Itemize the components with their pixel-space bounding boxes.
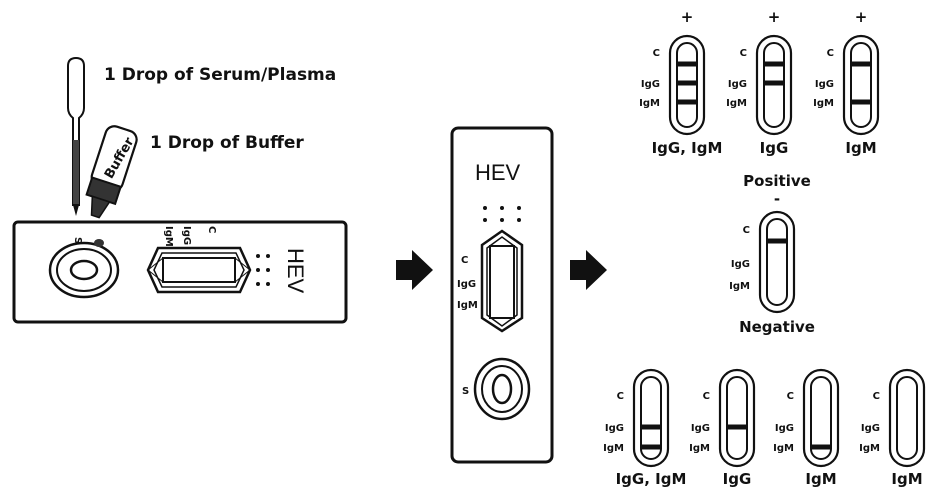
band-c [677,61,697,67]
serum-instruction: 1 Drop of Serum/Plasma [104,65,336,85]
buffer-bottle-icon: Buffer [85,125,138,219]
dot-grid [256,254,270,286]
invalid-caption-4: IgM [891,470,922,488]
vertical-label-igm: IgM [457,300,478,311]
cassette-sample-label: S [72,237,83,244]
positive-strip-3 [842,34,880,136]
strip-label-igm: IgM [729,281,750,292]
strip-label-igg: IgG [728,79,747,90]
negative-label: Negative [739,318,815,336]
result-window [146,246,252,294]
buffer-instruction: 1 Drop of Buffer [150,133,304,153]
band-igg [764,80,784,86]
strip-label-c: C [873,391,880,402]
vertical-label-igg: IgG [457,279,476,290]
band-igm [677,99,697,105]
strip-label-igg: IgG [691,423,710,434]
positive-caption-1: IgG, IgM [652,139,723,157]
negative-strip [758,210,796,314]
strip-label-c: C [653,48,660,59]
band-igg [641,424,661,430]
positive-strip-1 [668,34,706,136]
band-c [767,238,787,244]
vertical-cassette-brand: HEV [475,160,521,185]
positive-plus-sign: + [768,8,781,26]
strip-label-igm: IgM [813,98,834,109]
band-c [851,61,871,67]
invalid-strip-2 [718,368,756,468]
strip-label-igg: IgG [775,423,794,434]
positive-strip-2 [755,34,793,136]
vertical-cassette: HEV C IgG IgM S [450,126,554,464]
vertical-result-window [480,229,524,333]
positive-plus-sign: + [855,8,868,26]
cassette-brand: HEV [283,248,308,294]
invalid-caption-1: IgG, IgM [616,470,687,488]
cassette-label-igg: IgG [181,226,192,245]
band-igm [851,99,871,105]
arrow-right-icon [570,250,607,290]
band-igm [811,444,831,450]
sample-well [48,241,120,299]
buffer-drop [94,239,104,247]
strip-label-c: C [827,48,834,59]
negative-minus-sign: - [774,190,780,208]
band-igg [677,80,697,86]
band-c [764,61,784,67]
vertical-dot-grid [483,206,521,222]
vertical-sample-label: S [462,386,469,397]
band-igg [727,424,747,430]
horizontal-cassette: S C IgG IgM HEV [12,220,348,324]
band-igm [641,444,661,450]
invalid-strip-4 [888,368,926,468]
vertical-label-c: C [461,255,468,266]
strip-label-igm: IgM [603,443,624,454]
strip-label-c: C [787,391,794,402]
strip-label-igm: IgM [639,98,660,109]
strip-label-c: C [703,391,710,402]
strip-label-c: C [617,391,624,402]
cassette-label-c: C [206,226,217,233]
invalid-strip-1 [632,368,670,468]
strip-label-igm: IgM [689,443,710,454]
positive-label: Positive [743,172,811,190]
positive-caption-3: IgM [845,139,876,157]
cassette-label-igm: IgM [163,226,174,247]
invalid-strip-3 [802,368,840,468]
positive-caption-2: IgG [760,139,789,157]
strip-label-igm: IgM [859,443,880,454]
invalid-caption-2: IgG [723,470,752,488]
vertical-sample-well [473,357,531,421]
positive-plus-sign: + [681,8,694,26]
strip-label-igg: IgG [861,423,880,434]
arrow-right-icon [396,250,433,290]
dropper-icon [67,56,85,216]
strip-label-igm: IgM [773,443,794,454]
strip-label-igg: IgG [605,423,624,434]
strip-label-igm: IgM [726,98,747,109]
strip-label-igg: IgG [641,79,660,90]
strip-label-igg: IgG [731,259,750,270]
strip-label-c: C [743,225,750,236]
invalid-caption-3: IgM [805,470,836,488]
strip-label-c: C [740,48,747,59]
results-panel: + C IgG IgM IgG, IgM + C IgG IgM IgG + C IgG IgM IgM Po… [603,8,926,488]
strip-label-igg: IgG [815,79,834,90]
